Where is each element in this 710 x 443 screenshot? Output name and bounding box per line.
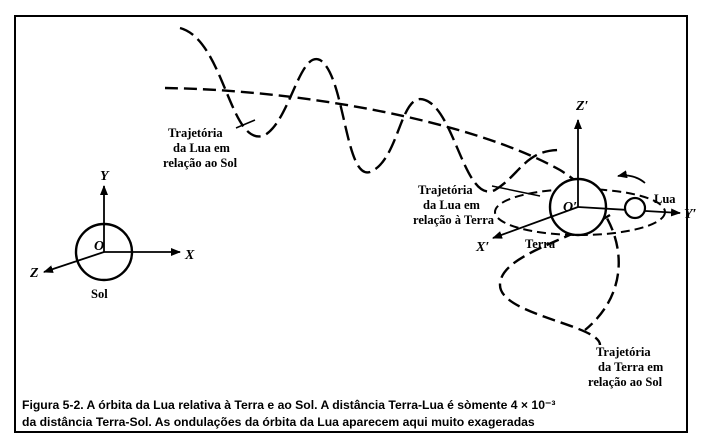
moon-circle: [623, 196, 647, 220]
moon-name-label: Lua: [654, 192, 676, 206]
sun-origin-label: O: [94, 239, 104, 254]
earth-y-label: Y′: [684, 207, 697, 222]
earth-origin-label: O′: [563, 200, 577, 215]
moon-sun-label-line2: da Lua em: [173, 141, 231, 155]
caption-line-2: da distância Terra-Sol. As ondulações da…: [22, 415, 535, 429]
moon-trajectory-tail: [498, 213, 611, 346]
moon-sun-leader: [235, 119, 256, 129]
moon-sun-label-line1: Trajetória: [168, 126, 223, 140]
sun-x-label: X: [184, 248, 195, 263]
earth-trajectory-curve: [164, 86, 620, 331]
moon-earth-label-line2: da Lua em: [423, 198, 481, 212]
earth-sun-label-line3: relação ao Sol: [588, 375, 663, 389]
moon-earth-label-line1: Trajetória: [418, 183, 473, 197]
figure-frame: [14, 15, 688, 433]
caption-line-1: Figura 5-2. A órbita da Lua relativa à T…: [22, 398, 556, 412]
earth-name-label: Terra: [525, 237, 556, 251]
moon-earth-leader: [491, 185, 541, 197]
sun-z-label: Z: [29, 266, 39, 281]
moon-motion-arrow: [617, 170, 646, 184]
earth-x-axis: [492, 206, 579, 239]
earth-sun-label-line1: Trajetória: [596, 345, 651, 359]
moon-trajectory-curve: [179, 26, 561, 193]
earth-sun-label-line2: da Terra em: [598, 360, 664, 374]
earth-x-label: X′: [475, 240, 489, 255]
figure-caption: Figura 5-2. A órbita da Lua relativa à T…: [22, 397, 702, 431]
sun-z-axis: [43, 251, 105, 273]
moon-sun-label-line3: relação ao Sol: [163, 156, 238, 170]
earth-z-label: Z′: [575, 99, 589, 114]
sun-name-label: Sol: [91, 287, 108, 301]
moon-earth-label-line3: relação à Terra: [413, 213, 495, 227]
sun-y-label: Y: [100, 169, 110, 184]
